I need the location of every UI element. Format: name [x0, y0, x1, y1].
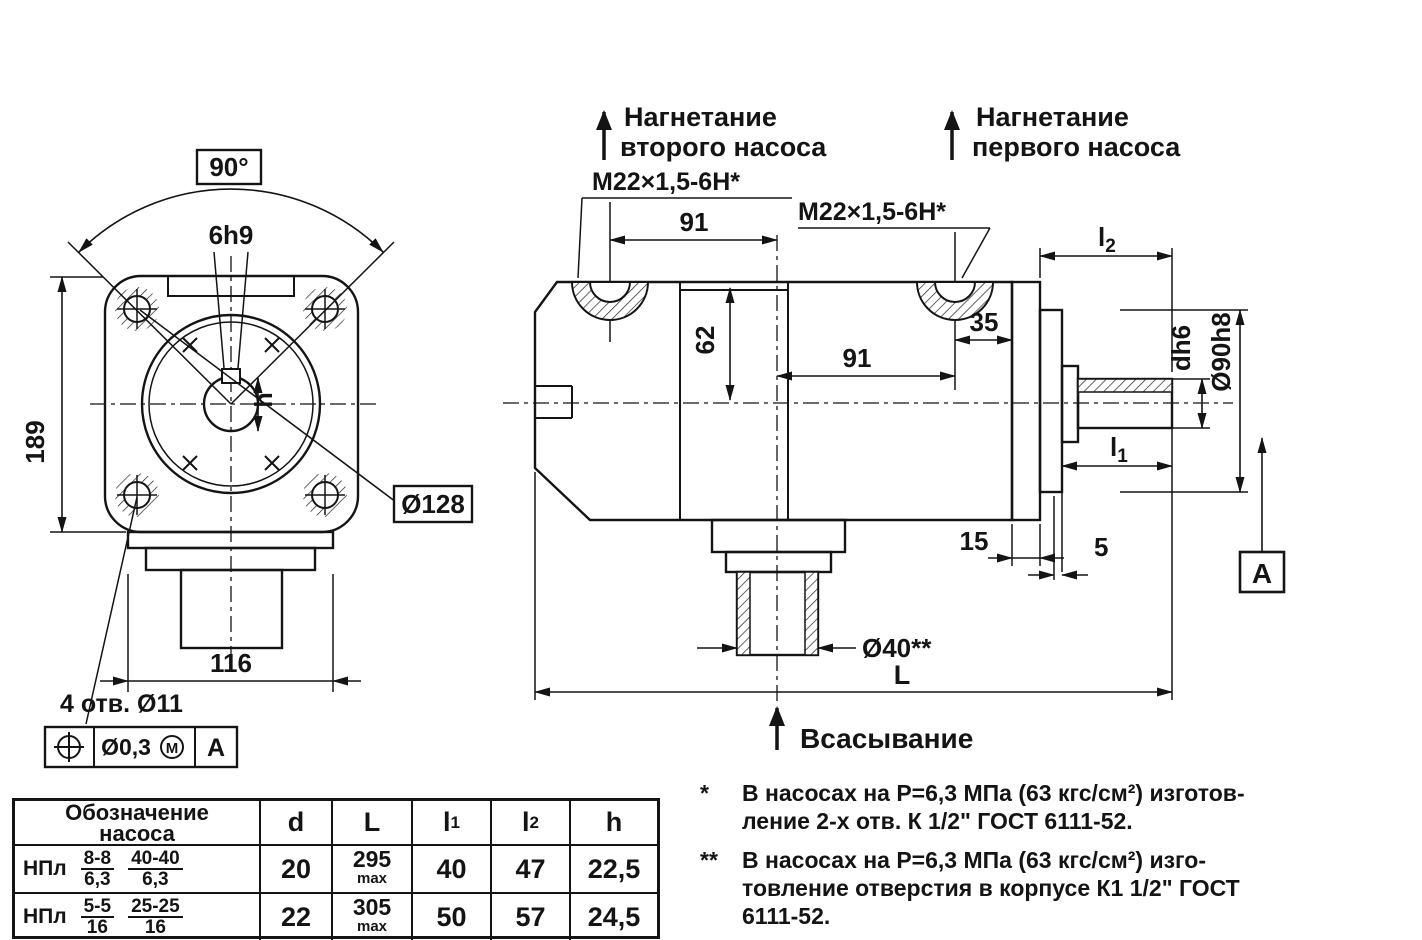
discharge-port-left [570, 281, 650, 321]
suction-label: Всасывание [800, 723, 973, 754]
col-header-designation: Обозначение насоса [15, 801, 261, 846]
table-row-2-l2: 57 [492, 894, 571, 940]
tolerance-frame: Ø0,3 M A [43, 725, 239, 769]
angle-label: 90° [209, 152, 248, 182]
position-tolerance-icon [54, 732, 84, 762]
dim-dia40-label: Ø40** [862, 633, 932, 663]
dim-h-label: h [250, 392, 278, 407]
m-modifier-label: M [166, 740, 179, 757]
footnote-1-text: В насосах на Р=6,3 МПа (63 кгс/см²) изго… [742, 780, 1245, 834]
side-view: Нагнетание второго насоса Нагнетание пер… [503, 102, 1286, 754]
dim-15-label: 15 [960, 526, 989, 556]
table-row-1-d: 20 [261, 846, 333, 894]
dim-L-label: L [894, 660, 911, 690]
tolerance-value: Ø0,3 [101, 734, 151, 760]
dim-l1-label: l1 [1110, 432, 1128, 467]
suction-port [710, 518, 847, 657]
keyway-label: 6h9 [209, 220, 254, 250]
section-a-box [1238, 550, 1286, 594]
shaft-key-hatch [1077, 378, 1173, 393]
discharge2-line2: второго насоса [620, 132, 827, 162]
angle-box [195, 148, 263, 186]
spigot-hub [1038, 308, 1064, 494]
col-header-d: d [261, 801, 333, 846]
discharge-port-right [915, 281, 995, 321]
dim-62-label: 62 [690, 326, 720, 355]
col-header-h: h [571, 801, 657, 846]
col-header-L: L [333, 801, 413, 846]
discharge1-line1: Нагнетание [976, 102, 1129, 132]
dim-35-label: 35 [970, 307, 999, 337]
thread-right-label: M22×1,5-6H* [798, 198, 946, 226]
dim-91-top-label: 91 [680, 207, 709, 237]
dia128-label: Ø128 [401, 489, 465, 519]
dim-dh6-label: dh6 [1166, 325, 1196, 371]
discharge2-line1: Нагнетание [624, 102, 777, 132]
table-row-1-l2: 47 [492, 846, 571, 894]
dim-189-label: 189 [20, 420, 50, 463]
shaft-shoulder [1060, 364, 1080, 444]
bore-circle [140, 313, 322, 495]
dim-91-mid-label: 91 [843, 343, 872, 373]
m-modifier-icon [160, 735, 184, 759]
footnote-2: ** В насосах на Р=6,3 МПа (63 кгс/см²) и… [700, 846, 1240, 930]
section-a-label: A [1252, 558, 1272, 589]
footnote-1-marker: * [700, 780, 709, 806]
dim-116-label: 116 [210, 648, 252, 678]
front-view: h 90° 6h9 189 116 4 отв. Ø11 [20, 148, 474, 769]
dim-l2-label: l2 [1098, 222, 1116, 257]
dim-d90h8-label: Ø90h8 [1206, 312, 1236, 392]
dim-5-label: 5 [1094, 532, 1108, 562]
thread-left-label: M22×1,5-6H* [592, 168, 740, 196]
mount-flange [1010, 280, 1042, 522]
table-row-1-h: 22,5 [571, 846, 657, 894]
holes-note: 4 отв. Ø11 [60, 690, 183, 718]
table-row-2-h: 24,5 [571, 894, 657, 940]
table-row-2-d: 22 [261, 894, 333, 940]
front-lower-flange [126, 530, 335, 650]
keyway-slot [221, 368, 241, 384]
discharge1-line2: первого насоса [972, 132, 1181, 162]
footnote-1: * В насосах на Р=6,3 МПа (63 кгс/см²) из… [700, 779, 1245, 835]
bore-x-marks [182, 337, 280, 471]
bolt-holes [115, 287, 347, 517]
table-row-1-l1: 40 [413, 846, 492, 894]
footnote-2-marker: ** [700, 847, 718, 873]
footnote-2-text: В насосах на Р=6,3 МПа (63 кгс/см²) изго… [742, 847, 1240, 929]
datum-a-label: A [207, 734, 225, 762]
table-row-2-l1: 50 [413, 894, 492, 940]
dia128-box [392, 484, 474, 524]
